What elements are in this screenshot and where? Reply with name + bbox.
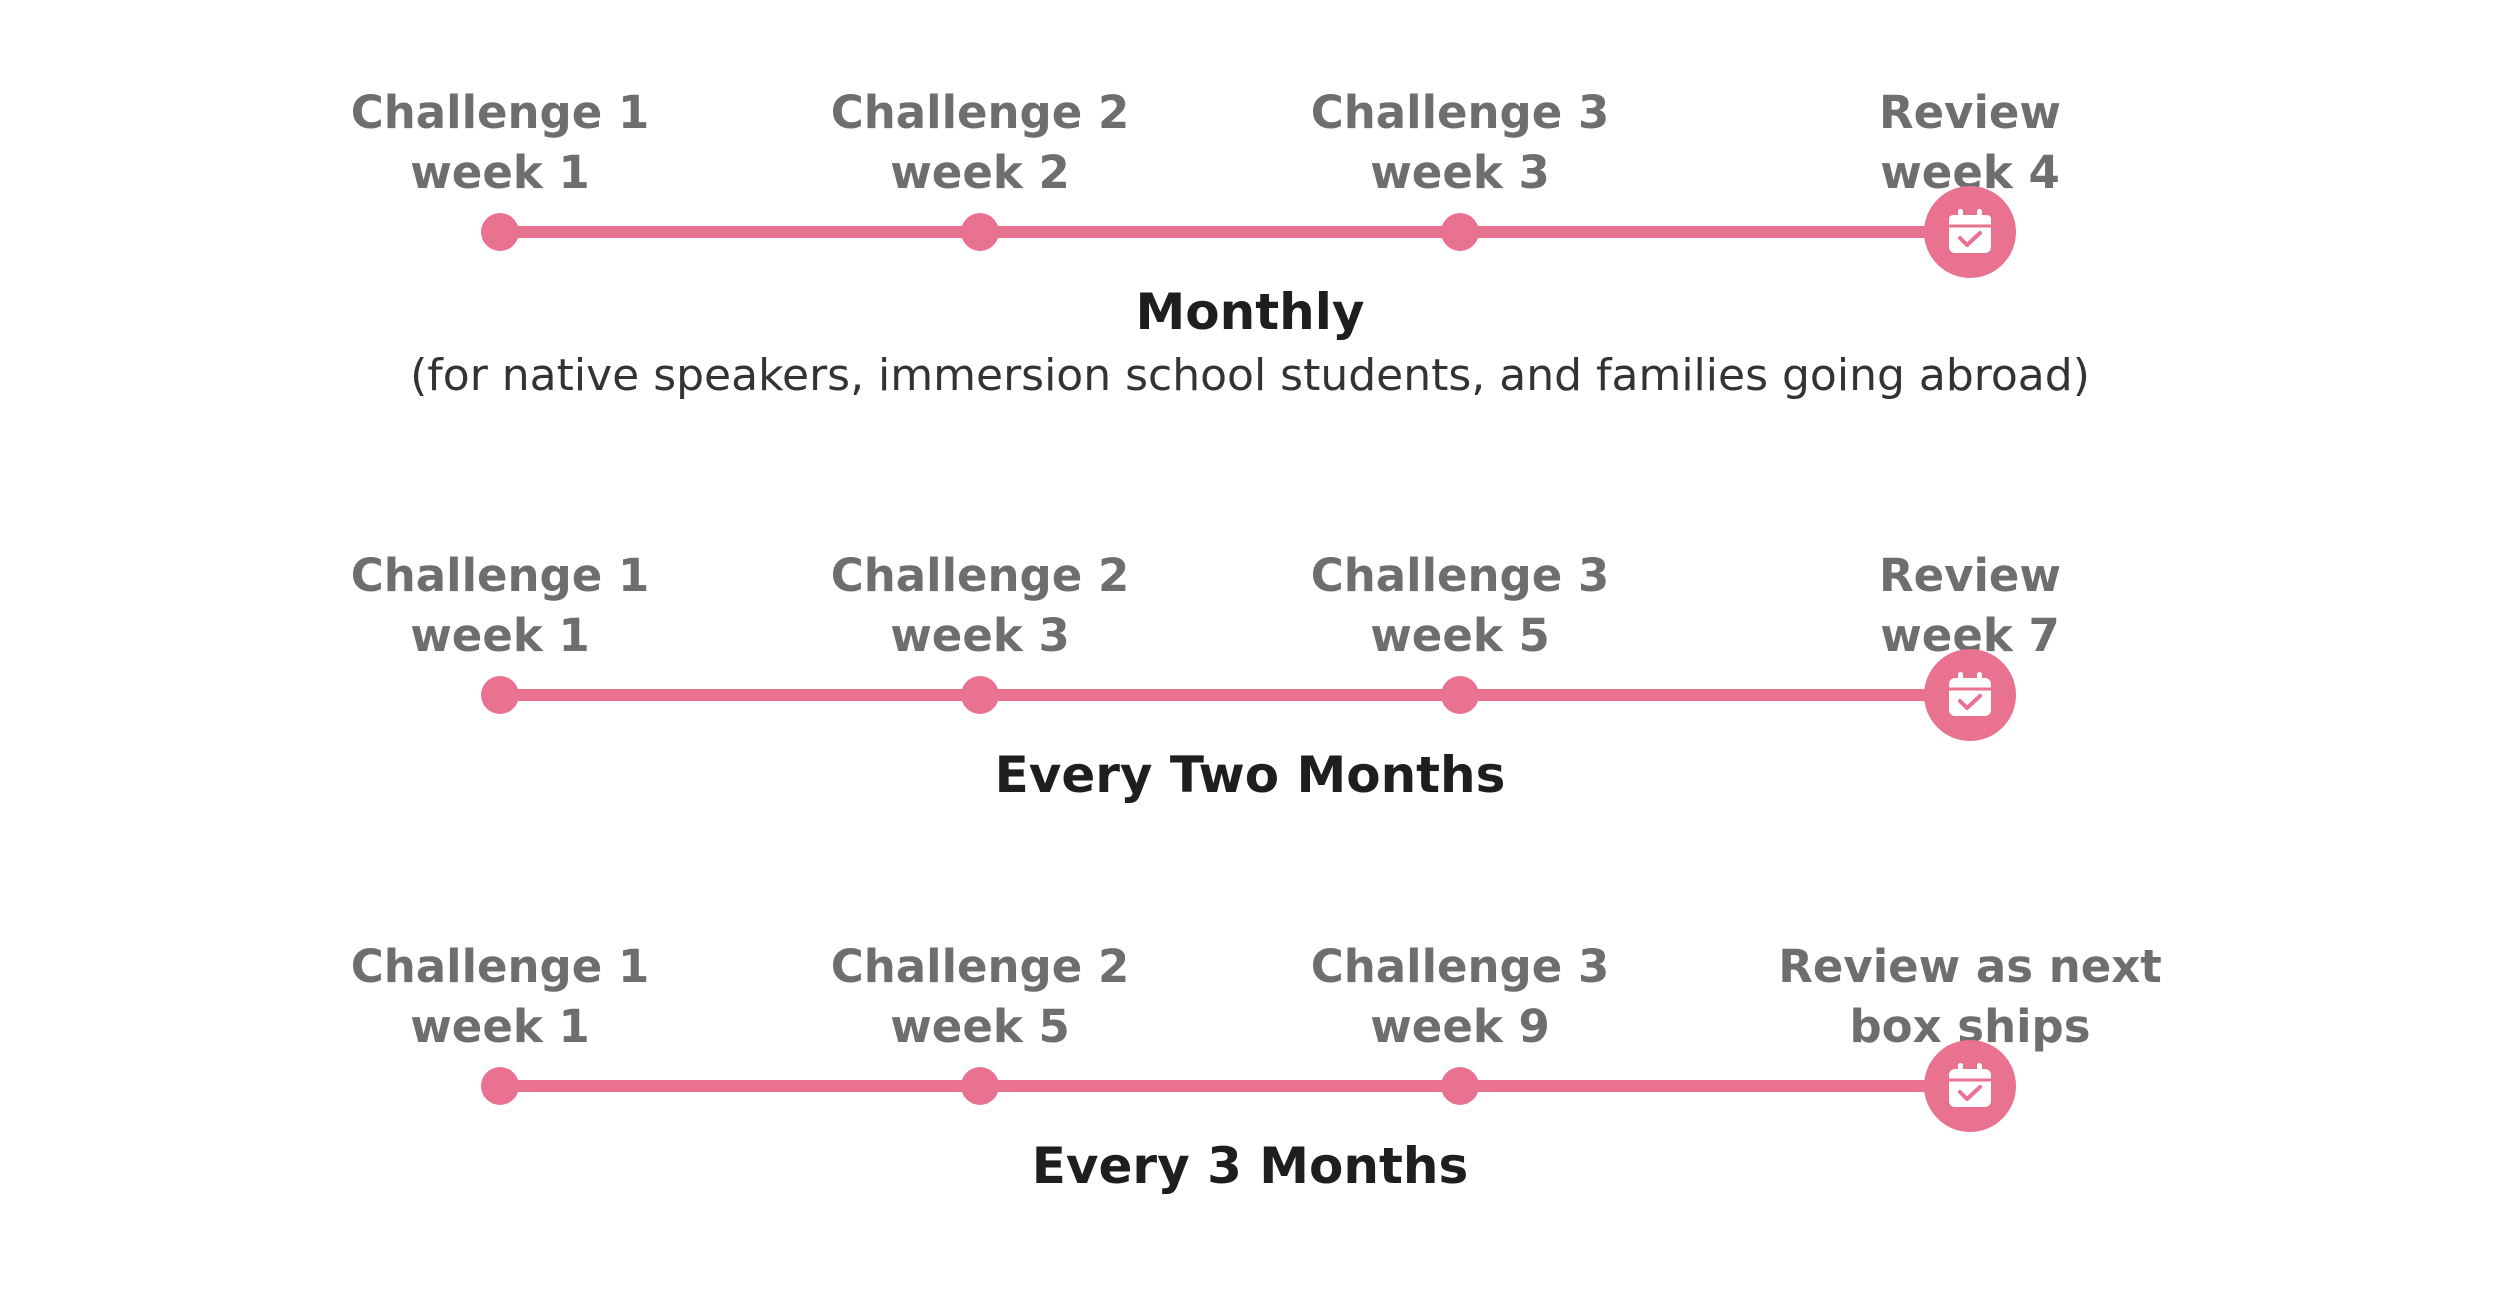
milestone-title: Challenge 3 (1310, 940, 1610, 993)
milestone-title: Challenge 1 (350, 549, 650, 602)
timeline-title: Every Two Months (994, 746, 1506, 804)
milestone-label: Review as next box ships (1730, 937, 2210, 1057)
milestone-week: week 1 (410, 609, 590, 662)
timeline-track (500, 689, 1970, 701)
milestone-title: Challenge 2 (830, 940, 1130, 993)
milestone-title: Review (1878, 549, 2062, 602)
milestone-dot (481, 1067, 519, 1105)
milestone-label: Challenge 3 week 3 (1220, 83, 1700, 203)
milestone-week: week 9 (1370, 1000, 1550, 1053)
milestone-label: Review week 4 (1730, 83, 2210, 203)
milestone-week: week 1 (410, 146, 590, 199)
milestone-dot (1441, 676, 1479, 714)
milestone-label: Challenge 3 week 9 (1220, 937, 1700, 1057)
milestone-label: Challenge 1 week 1 (260, 937, 740, 1057)
milestone-title: Challenge 1 (350, 86, 650, 139)
milestone-week: week 5 (1370, 609, 1550, 662)
milestone-title: Challenge 2 (830, 549, 1130, 602)
milestone-dot (961, 213, 999, 251)
milestone-week: week 3 (1370, 146, 1550, 199)
timeline-subtitle: (for native speakers, immersion school s… (410, 350, 2090, 401)
milestone-title: Challenge 1 (350, 940, 650, 993)
milestone-title: Challenge 3 (1310, 86, 1610, 139)
milestone-title: Challenge 2 (830, 86, 1130, 139)
milestone-dot (961, 676, 999, 714)
milestone-title: Review as next (1778, 940, 2162, 993)
timeline-track (500, 226, 1970, 238)
milestone-label: Challenge 2 week 3 (740, 546, 1220, 666)
calendar-check-icon (1949, 672, 1991, 716)
review-marker (1924, 1040, 2016, 1132)
milestone-dot (1441, 213, 1479, 251)
milestone-label: Review week 7 (1730, 546, 2210, 666)
milestone-week: week 3 (890, 609, 1070, 662)
review-marker (1924, 186, 2016, 278)
milestone-label: Challenge 1 week 1 (260, 83, 740, 203)
milestone-week: week 2 (890, 146, 1070, 199)
milestone-title: Challenge 3 (1310, 549, 1610, 602)
milestone-label: Challenge 2 week 2 (740, 83, 1220, 203)
calendar-check-icon (1949, 209, 1991, 253)
milestone-dot (481, 213, 519, 251)
review-marker (1924, 649, 2016, 741)
milestone-dot (1441, 1067, 1479, 1105)
milestone-label: Challenge 2 week 5 (740, 937, 1220, 1057)
timeline-track (500, 1080, 1970, 1092)
milestone-week: week 5 (890, 1000, 1070, 1053)
milestone-title: Review (1878, 86, 2062, 139)
milestone-dot (961, 1067, 999, 1105)
timeline-title: Every 3 Months (1031, 1137, 1469, 1195)
milestone-week: week 1 (410, 1000, 590, 1053)
timeline-title: Monthly (1135, 283, 1365, 341)
calendar-check-icon (1949, 1063, 1991, 1107)
milestone-label: Challenge 3 week 5 (1220, 546, 1700, 666)
milestone-dot (481, 676, 519, 714)
milestone-label: Challenge 1 week 1 (260, 546, 740, 666)
